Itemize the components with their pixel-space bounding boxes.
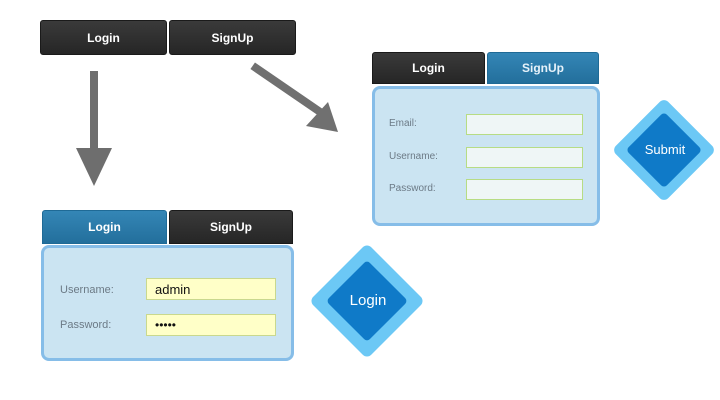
login-button[interactable]: Login [308,243,428,360]
signup-form-tab-login[interactable]: Login [372,52,485,84]
login-username-label: Username: [60,284,114,296]
top-tab-signup[interactable]: SignUp [169,20,296,55]
login-button-label: Login [349,292,387,309]
login-form-tab-login[interactable]: Login [42,210,167,244]
submit-button[interactable]: Submit [610,97,720,204]
arrow-diagonal-icon [250,62,338,132]
signup-username-label: Username: [389,151,438,162]
signup-password-label: Password: [389,183,436,194]
email-label: Email: [389,118,417,129]
login-password-label: Password: [60,319,112,331]
signup-panel: Email: Username: Password: [372,86,600,226]
signup-form-tab-signup[interactable]: SignUp [487,52,599,84]
login-panel: Username: Password: [41,245,294,361]
login-username-field[interactable] [146,278,276,300]
signup-password-field[interactable] [466,179,583,200]
submit-button-label: Submit [644,142,686,157]
email-field[interactable] [466,114,583,135]
top-tab-login[interactable]: Login [40,20,167,55]
login-password-field[interactable] [146,314,276,336]
arrow-down-icon [76,71,112,186]
signup-username-field[interactable] [466,147,583,168]
login-form-tab-signup[interactable]: SignUp [169,210,293,244]
